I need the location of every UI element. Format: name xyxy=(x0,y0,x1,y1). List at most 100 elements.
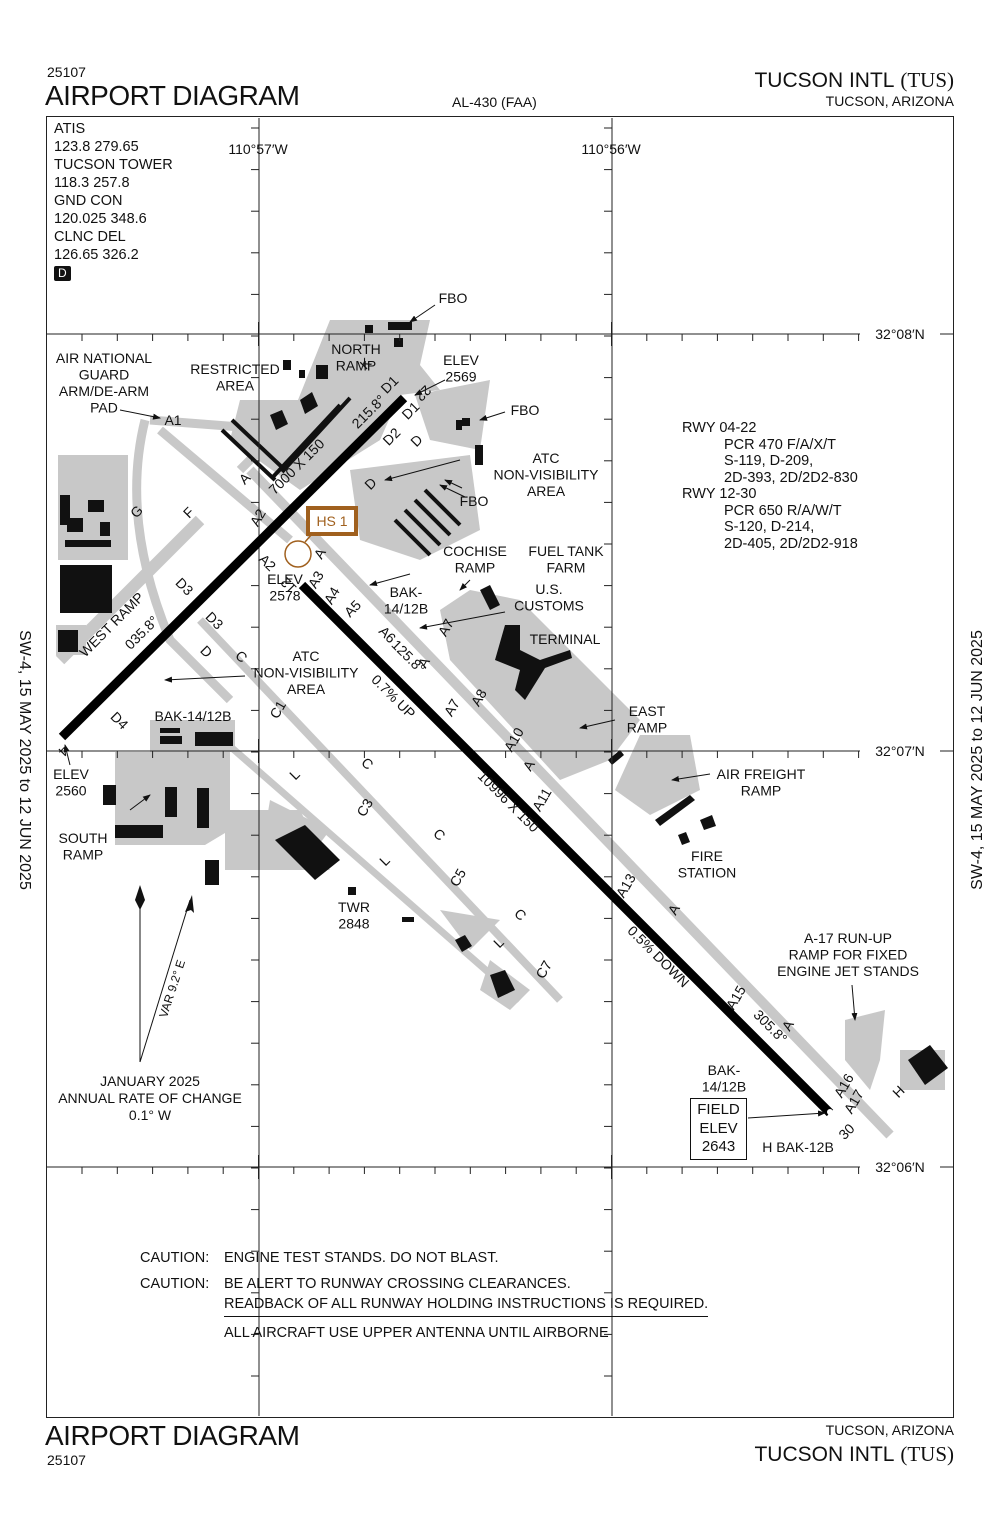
var-rate: 0.1° W xyxy=(129,1107,172,1123)
footer-city-state: TUCSON, ARIZONA xyxy=(825,1422,954,1438)
label-fbo-mid: FBO xyxy=(460,493,489,509)
taxiway-label-l: L xyxy=(376,852,393,869)
var-rate-label: ANNUAL RATE OF CHANGE xyxy=(58,1090,242,1106)
taxiway-label-c7: C7 xyxy=(532,958,555,982)
label-bak-12: BAK-14/12B xyxy=(384,584,428,617)
taxiway-label-a5: A5 xyxy=(341,597,365,621)
pcr-line: 2D-405, 2D/2D2-918 xyxy=(724,535,858,552)
label-bak-30: BAK-14/12B xyxy=(702,1062,746,1095)
airport-name-text: TUCSON INTL xyxy=(754,69,895,92)
buildings xyxy=(58,322,948,1085)
taxiway-label-a7: A7 xyxy=(440,696,463,719)
d-badge: D xyxy=(54,266,71,281)
footer-airport-id: (TUS) xyxy=(900,1442,954,1466)
footer-title: AIRPORT DIAGRAM xyxy=(45,1420,300,1451)
footer-airport-name: TUCSON INTL (TUS) xyxy=(754,1442,954,1467)
chart-title: AIRPORT DIAGRAM xyxy=(45,80,300,111)
field-elev-line: ELEV xyxy=(699,1119,738,1137)
hotspot-label: HS 1 xyxy=(316,513,347,529)
taxiway-label-a7: A7 xyxy=(434,616,457,639)
taxiway-label-c: C xyxy=(232,647,250,665)
runways xyxy=(58,394,834,1117)
lat-mid-label: 32°07′N xyxy=(875,743,924,759)
taxiway-label-d: D xyxy=(407,431,425,449)
var-label: VAR 9.2° E xyxy=(156,958,188,1019)
taxiway-label-l: L xyxy=(286,766,303,783)
footer-chart-number: 25107 xyxy=(47,1452,86,1468)
leader-lines xyxy=(63,304,858,1119)
taxiway-label-c5: C5 xyxy=(446,866,469,890)
caution-notes: CAUTION:ENGINE TEST STANDS. DO NOT BLAST… xyxy=(140,1248,709,1343)
city-state: TUCSON, ARIZONA xyxy=(825,93,954,109)
freq-tower-value: 118.3 257.8 xyxy=(54,175,130,191)
hotspot-hs1[interactable]: HS 1 xyxy=(284,506,358,568)
lon-west-label: 110°57′W xyxy=(228,141,288,157)
pcr-rwy-0422: RWY 04-22 xyxy=(682,420,757,436)
caution-label: CAUTION: xyxy=(140,1276,210,1292)
north-arrows xyxy=(135,885,194,1063)
lon-east-label: 110°56′W xyxy=(581,141,641,157)
rwy-slope-down: 0.5% DOWN xyxy=(625,922,693,990)
lat-top-label: 32°08′N xyxy=(875,326,924,342)
caution-label: CAUTION: xyxy=(140,1250,210,1266)
taxiway-label-d3: D3 xyxy=(173,574,197,598)
grid-ticks xyxy=(81,127,860,1377)
taxiway-label-a4: A4 xyxy=(320,584,343,607)
field-elev-box: FIELD ELEV 2643 xyxy=(690,1098,747,1160)
taxiway-label-g: G xyxy=(127,502,146,521)
freq-clnc-name: CLNC DEL xyxy=(54,229,126,245)
diagram-frame xyxy=(46,116,954,1418)
freq-gnd-name: GND CON xyxy=(54,193,123,209)
taxiway-label-c3: C3 xyxy=(353,796,376,820)
taxiway-label-c: C xyxy=(430,825,448,843)
caution-text: BE ALERT TO RUNWAY CROSSING CLEARANCES. xyxy=(224,1276,571,1292)
freq-tower-name: TUCSON TOWER xyxy=(54,157,173,173)
runway-12-30[interactable] xyxy=(298,581,834,1117)
frequency-box: ATIS 123.8 279.65 TUCSON TOWER 118.3 257… xyxy=(54,120,173,282)
freq-atis-value: 123.8 279.65 xyxy=(54,139,139,155)
taxiway-label-a3: A3 xyxy=(304,568,327,591)
freq-gnd-value: 120.025 348.6 xyxy=(54,211,147,227)
label-bak-04: BAK-14/12B xyxy=(154,708,231,724)
label-us-customs: U.S.CUSTOMS xyxy=(514,581,584,614)
var-epoch: JANUARY 2025 xyxy=(100,1073,200,1089)
freq-atis-name: ATIS xyxy=(54,121,86,137)
taxiway-label-a8: A8 xyxy=(467,686,490,709)
caution-text: READBACK OF ALL RUNWAY HOLDING INSTRUCTI… xyxy=(224,1294,709,1317)
airport-id: (TUS) xyxy=(900,68,954,92)
taxiway-label-a1: A1 xyxy=(164,412,181,428)
taxiway-label-d: D xyxy=(197,642,215,660)
pcr-line: S-119, D-209, xyxy=(724,453,814,469)
note-text: ALL AIRCRAFT USE UPPER ANTENNA UNTIL AIR… xyxy=(224,1325,609,1341)
label-fbo-north: FBO xyxy=(439,290,468,306)
rwy-30-end: 30 xyxy=(835,1120,857,1142)
taxiway-label-c: C xyxy=(358,754,376,772)
magnetic-north-arrow-icon xyxy=(185,895,194,913)
rwy-04-end: 4 xyxy=(55,743,72,760)
true-north-arrow-icon xyxy=(135,885,145,910)
procedure-id: AL-430 (FAA) xyxy=(452,94,537,110)
lat-bottom-label: 32°06′N xyxy=(875,1159,924,1175)
pcr-line: PCR 470 F/A/X/T xyxy=(724,436,837,453)
field-elev-line: FIELD xyxy=(697,1101,740,1118)
runway-04-22[interactable] xyxy=(58,394,408,741)
taxiway-label-c: C xyxy=(511,905,529,923)
pcr-line: PCR 650 R/A/W/T xyxy=(724,502,842,519)
taxiway-label-d4: D4 xyxy=(108,708,132,732)
